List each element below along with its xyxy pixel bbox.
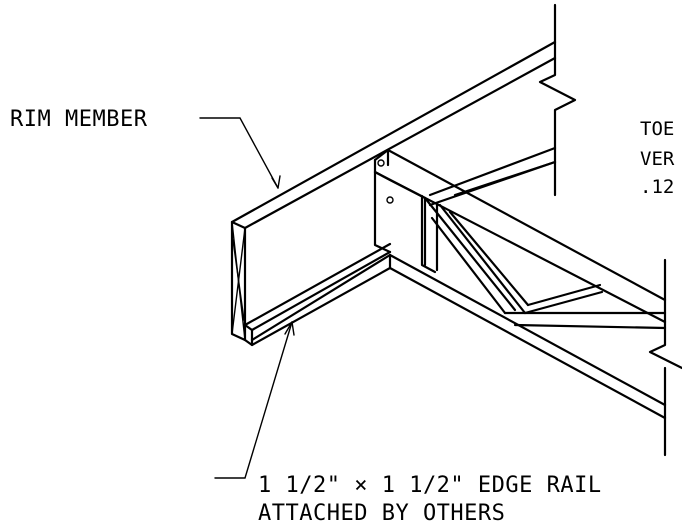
rim-member [230,40,557,342]
truss-bottom-chord [388,253,667,420]
edge-rail-label-line1: 1 1/2" × 1 1/2" EDGE RAIL [258,473,602,498]
truss-break-line [648,258,682,457]
truncated-note-line1: TOE [640,118,674,140]
truss-end-block [373,170,437,274]
leader-lines [199,117,295,479]
back-rim-line [428,146,557,207]
truncated-note-line3: .12 [640,176,674,198]
edge-rail-label-line2: ATTACHED BY OTHERS [258,501,505,526]
rim-break-line [538,3,577,197]
truss-web-members [423,196,604,315]
rim-member-label: RIM MEMBER [10,107,148,132]
truncated-note-line2: VER [640,148,675,170]
edge-rail [243,242,392,347]
